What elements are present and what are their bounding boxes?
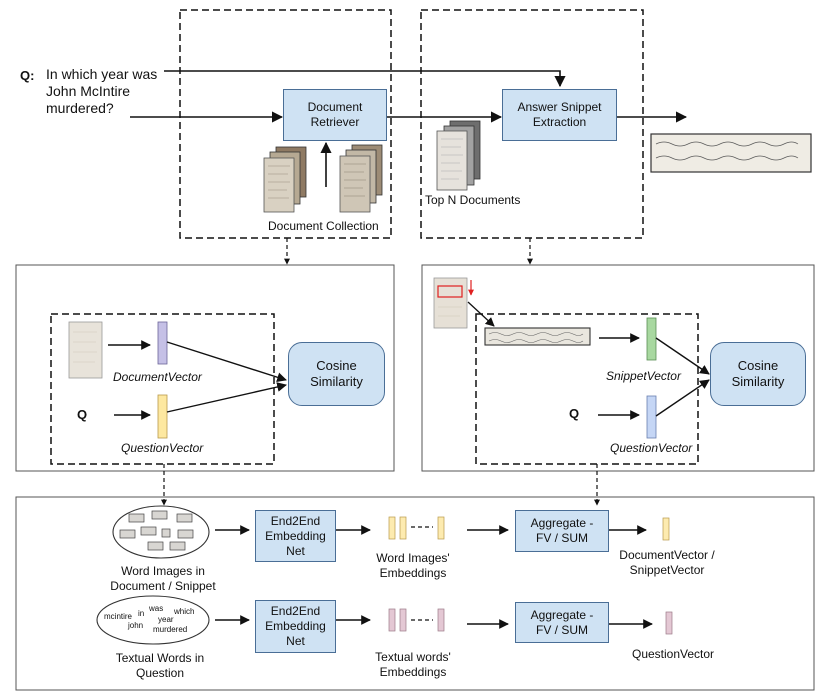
extraction-detail-frame bbox=[475, 313, 699, 465]
snipvec-to-cosine-arrow bbox=[655, 337, 710, 375]
textual-words-ellipse bbox=[96, 595, 210, 645]
source-document-thumbnail bbox=[433, 277, 468, 329]
document-snippet-vector-label: DocumentVector / SnippetVector bbox=[619, 548, 715, 577]
question-vector-bar bbox=[157, 394, 168, 439]
aggregate-box-images: Aggregate -FV / SUM bbox=[515, 510, 609, 552]
word-murdered: murdered bbox=[153, 625, 188, 634]
word-year: year bbox=[158, 615, 174, 624]
crop-to-snippet-arrow bbox=[467, 301, 495, 327]
text-embedding-n bbox=[437, 608, 445, 632]
question-marker: Q: bbox=[20, 68, 35, 83]
textual-words-embeddings-label: Textual words' Embeddings bbox=[375, 650, 451, 679]
question-vector-bar-right bbox=[646, 395, 657, 439]
qvec-to-cosine-arrow bbox=[166, 382, 287, 413]
q-marker-left: Q bbox=[77, 407, 88, 422]
word-images-label: Word Images in Document / Snippet bbox=[110, 564, 216, 593]
aggregate-box-text: Aggregate -FV / SUM bbox=[515, 602, 609, 643]
docvec-to-cosine-arrow bbox=[166, 341, 287, 382]
document-collection-stack-right bbox=[339, 144, 383, 213]
question-vector-label: QuestionVector bbox=[121, 441, 204, 455]
question-vector-output-label: QuestionVector bbox=[632, 647, 715, 661]
retriever-detail-frame bbox=[50, 313, 275, 465]
word-images-embeddings-label: Word Images' Embeddings bbox=[376, 551, 450, 580]
question-text: In which year was John McIntire murdered… bbox=[46, 66, 158, 117]
extracted-snippet-image bbox=[484, 327, 591, 346]
document-thumbnail bbox=[68, 321, 103, 379]
word-john: john bbox=[128, 621, 144, 630]
document-vector-label: DocumentVector bbox=[113, 370, 202, 384]
handwritten-answer-snippet bbox=[650, 133, 812, 173]
q-marker-right: Q bbox=[569, 406, 580, 421]
word-embedding-1 bbox=[388, 516, 396, 540]
text-embedding-1 bbox=[388, 608, 396, 632]
snippet-vector-label: SnippetVector bbox=[606, 369, 681, 383]
question-to-extraction-arrow bbox=[164, 70, 566, 88]
top-n-documents-stack bbox=[436, 120, 481, 191]
extraction-detail-panel bbox=[421, 264, 815, 472]
retriever-detail-panel bbox=[15, 264, 395, 472]
word-mcintire: mcintire bbox=[104, 612, 133, 621]
document-collection-label: Document Collection bbox=[268, 219, 379, 233]
question-vector-label-right: QuestionVector bbox=[610, 441, 693, 455]
word-embedding-2 bbox=[399, 516, 407, 540]
snippet-vector-bar bbox=[646, 317, 657, 361]
text-embedding-2 bbox=[399, 608, 407, 632]
word-was: was bbox=[149, 604, 164, 613]
retriever-stage-frame bbox=[179, 9, 392, 239]
document-snippet-vector-output bbox=[662, 517, 670, 541]
document-collection-stack-left bbox=[263, 146, 307, 213]
word-images-ellipse bbox=[112, 505, 210, 559]
qvec-to-cosine-arrow-right bbox=[655, 379, 710, 417]
word-which: which bbox=[174, 607, 195, 616]
top-n-documents-label: Top N Documents bbox=[425, 193, 521, 207]
question-vector-output bbox=[665, 611, 673, 635]
word-embedding-n bbox=[437, 516, 445, 540]
textual-words-label: Textual Words in Question bbox=[115, 651, 205, 680]
embedding-detail-panel bbox=[15, 496, 815, 691]
word-in: in bbox=[138, 609, 145, 618]
extraction-stage-frame bbox=[420, 9, 644, 239]
document-vector-bar bbox=[157, 321, 168, 365]
